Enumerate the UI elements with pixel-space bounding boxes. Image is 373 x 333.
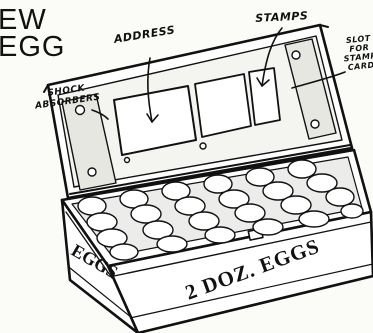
callout-stamps: STAMPS [255,9,309,25]
callout-slot-for-stamp-card: SLOT FOR STAMP CARD [338,33,373,73]
